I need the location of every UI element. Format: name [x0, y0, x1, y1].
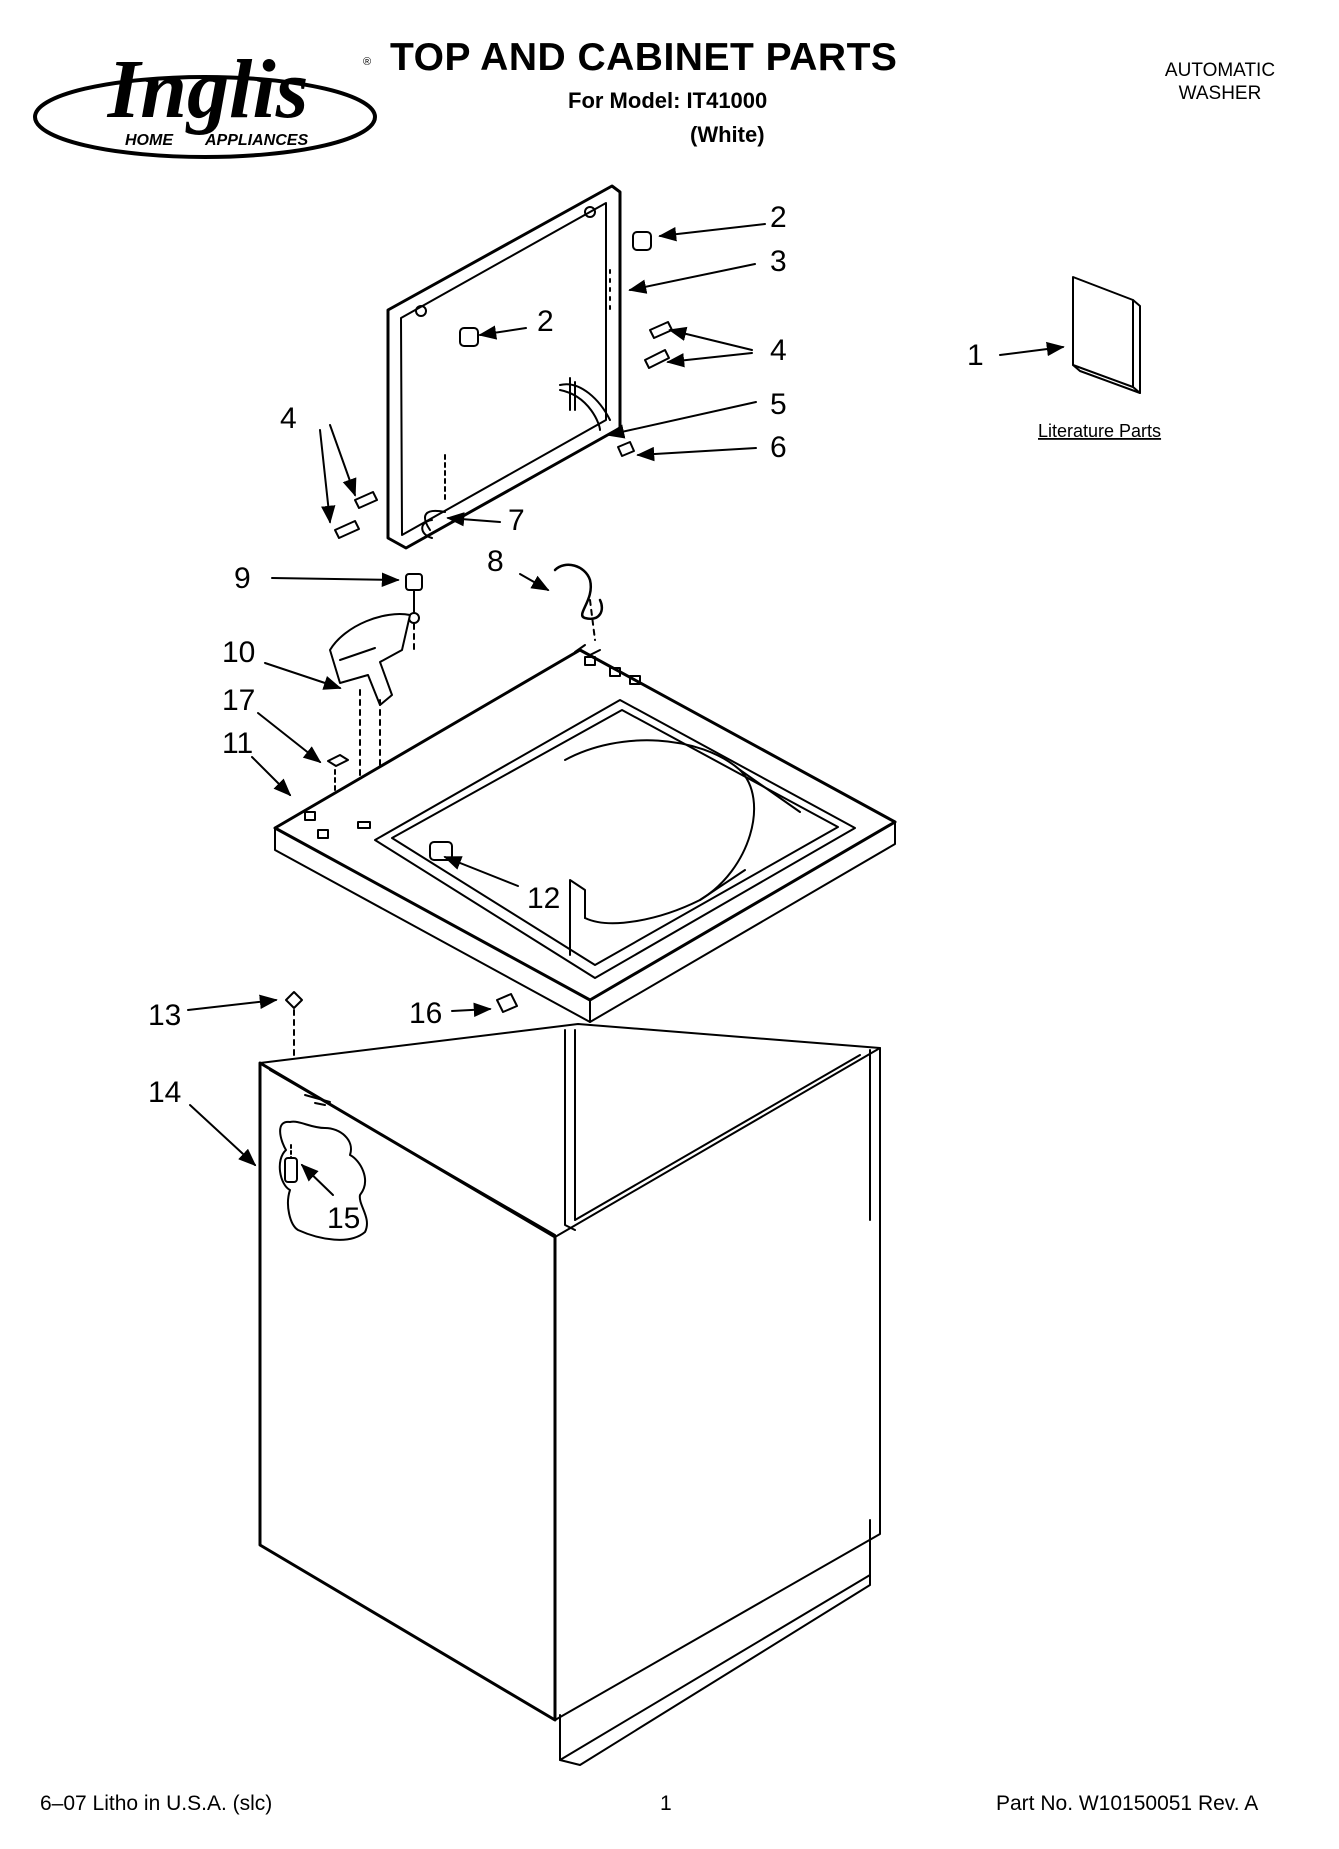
- callout-7: 7: [508, 504, 525, 537]
- callout-17: 17: [222, 684, 255, 717]
- lid-assembly: [334, 184, 673, 550]
- callout-16: 16: [409, 997, 442, 1030]
- inglis-logo: Inglis HOME APPLIANCES ®: [33, 43, 377, 159]
- footer-part-number: Part No. W10150051 Rev. A: [996, 1792, 1259, 1815]
- callout-numbers: 1 2 2 3 4 4 5 6 7 8 9 10 11 12 13 14 15 …: [148, 201, 984, 1235]
- brand-text: Inglis: [107, 43, 309, 136]
- color-line: (White): [690, 122, 765, 147]
- product-type-line1: AUTOMATIC: [1164, 60, 1276, 81]
- literature-booklet: [1072, 276, 1141, 394]
- brand-tagline-home: HOME: [125, 132, 174, 149]
- leader-lines: [187, 223, 1065, 1196]
- brand-tagline-appliances: APPLIANCES: [204, 132, 308, 149]
- callout-15: 15: [327, 1202, 360, 1235]
- callout-8: 8: [487, 545, 504, 578]
- lid-switch-assembly: [327, 563, 604, 816]
- washer-top-panel: [273, 644, 897, 1023]
- callout-6: 6: [770, 431, 787, 464]
- callout-1: 1: [967, 339, 984, 372]
- callout-14: 14: [148, 1076, 181, 1109]
- footer-page-number: 1: [660, 1792, 672, 1815]
- product-type-line2: WASHER: [1178, 83, 1262, 104]
- callout-11: 11: [222, 727, 253, 760]
- callout-12: 12: [527, 882, 560, 915]
- callout-5: 5: [770, 388, 787, 421]
- callout-2a: 2: [770, 201, 787, 234]
- literature-parts-label: Literature Parts: [1038, 421, 1161, 441]
- callout-3: 3: [770, 245, 787, 278]
- callout-2b: 2: [537, 305, 554, 338]
- page-title: TOP AND CABINET PARTS: [390, 36, 898, 79]
- svg-text:®: ®: [363, 56, 371, 68]
- callout-13: 13: [148, 999, 181, 1032]
- callout-10: 10: [222, 636, 255, 669]
- callout-4b: 4: [280, 402, 297, 435]
- callout-4a: 4: [770, 334, 787, 367]
- callout-9: 9: [234, 562, 251, 595]
- footer-litho: 6–07 Litho in U.S.A. (slc): [40, 1792, 273, 1815]
- model-line: For Model: IT41000: [568, 88, 768, 113]
- cabinet: [258, 991, 881, 1766]
